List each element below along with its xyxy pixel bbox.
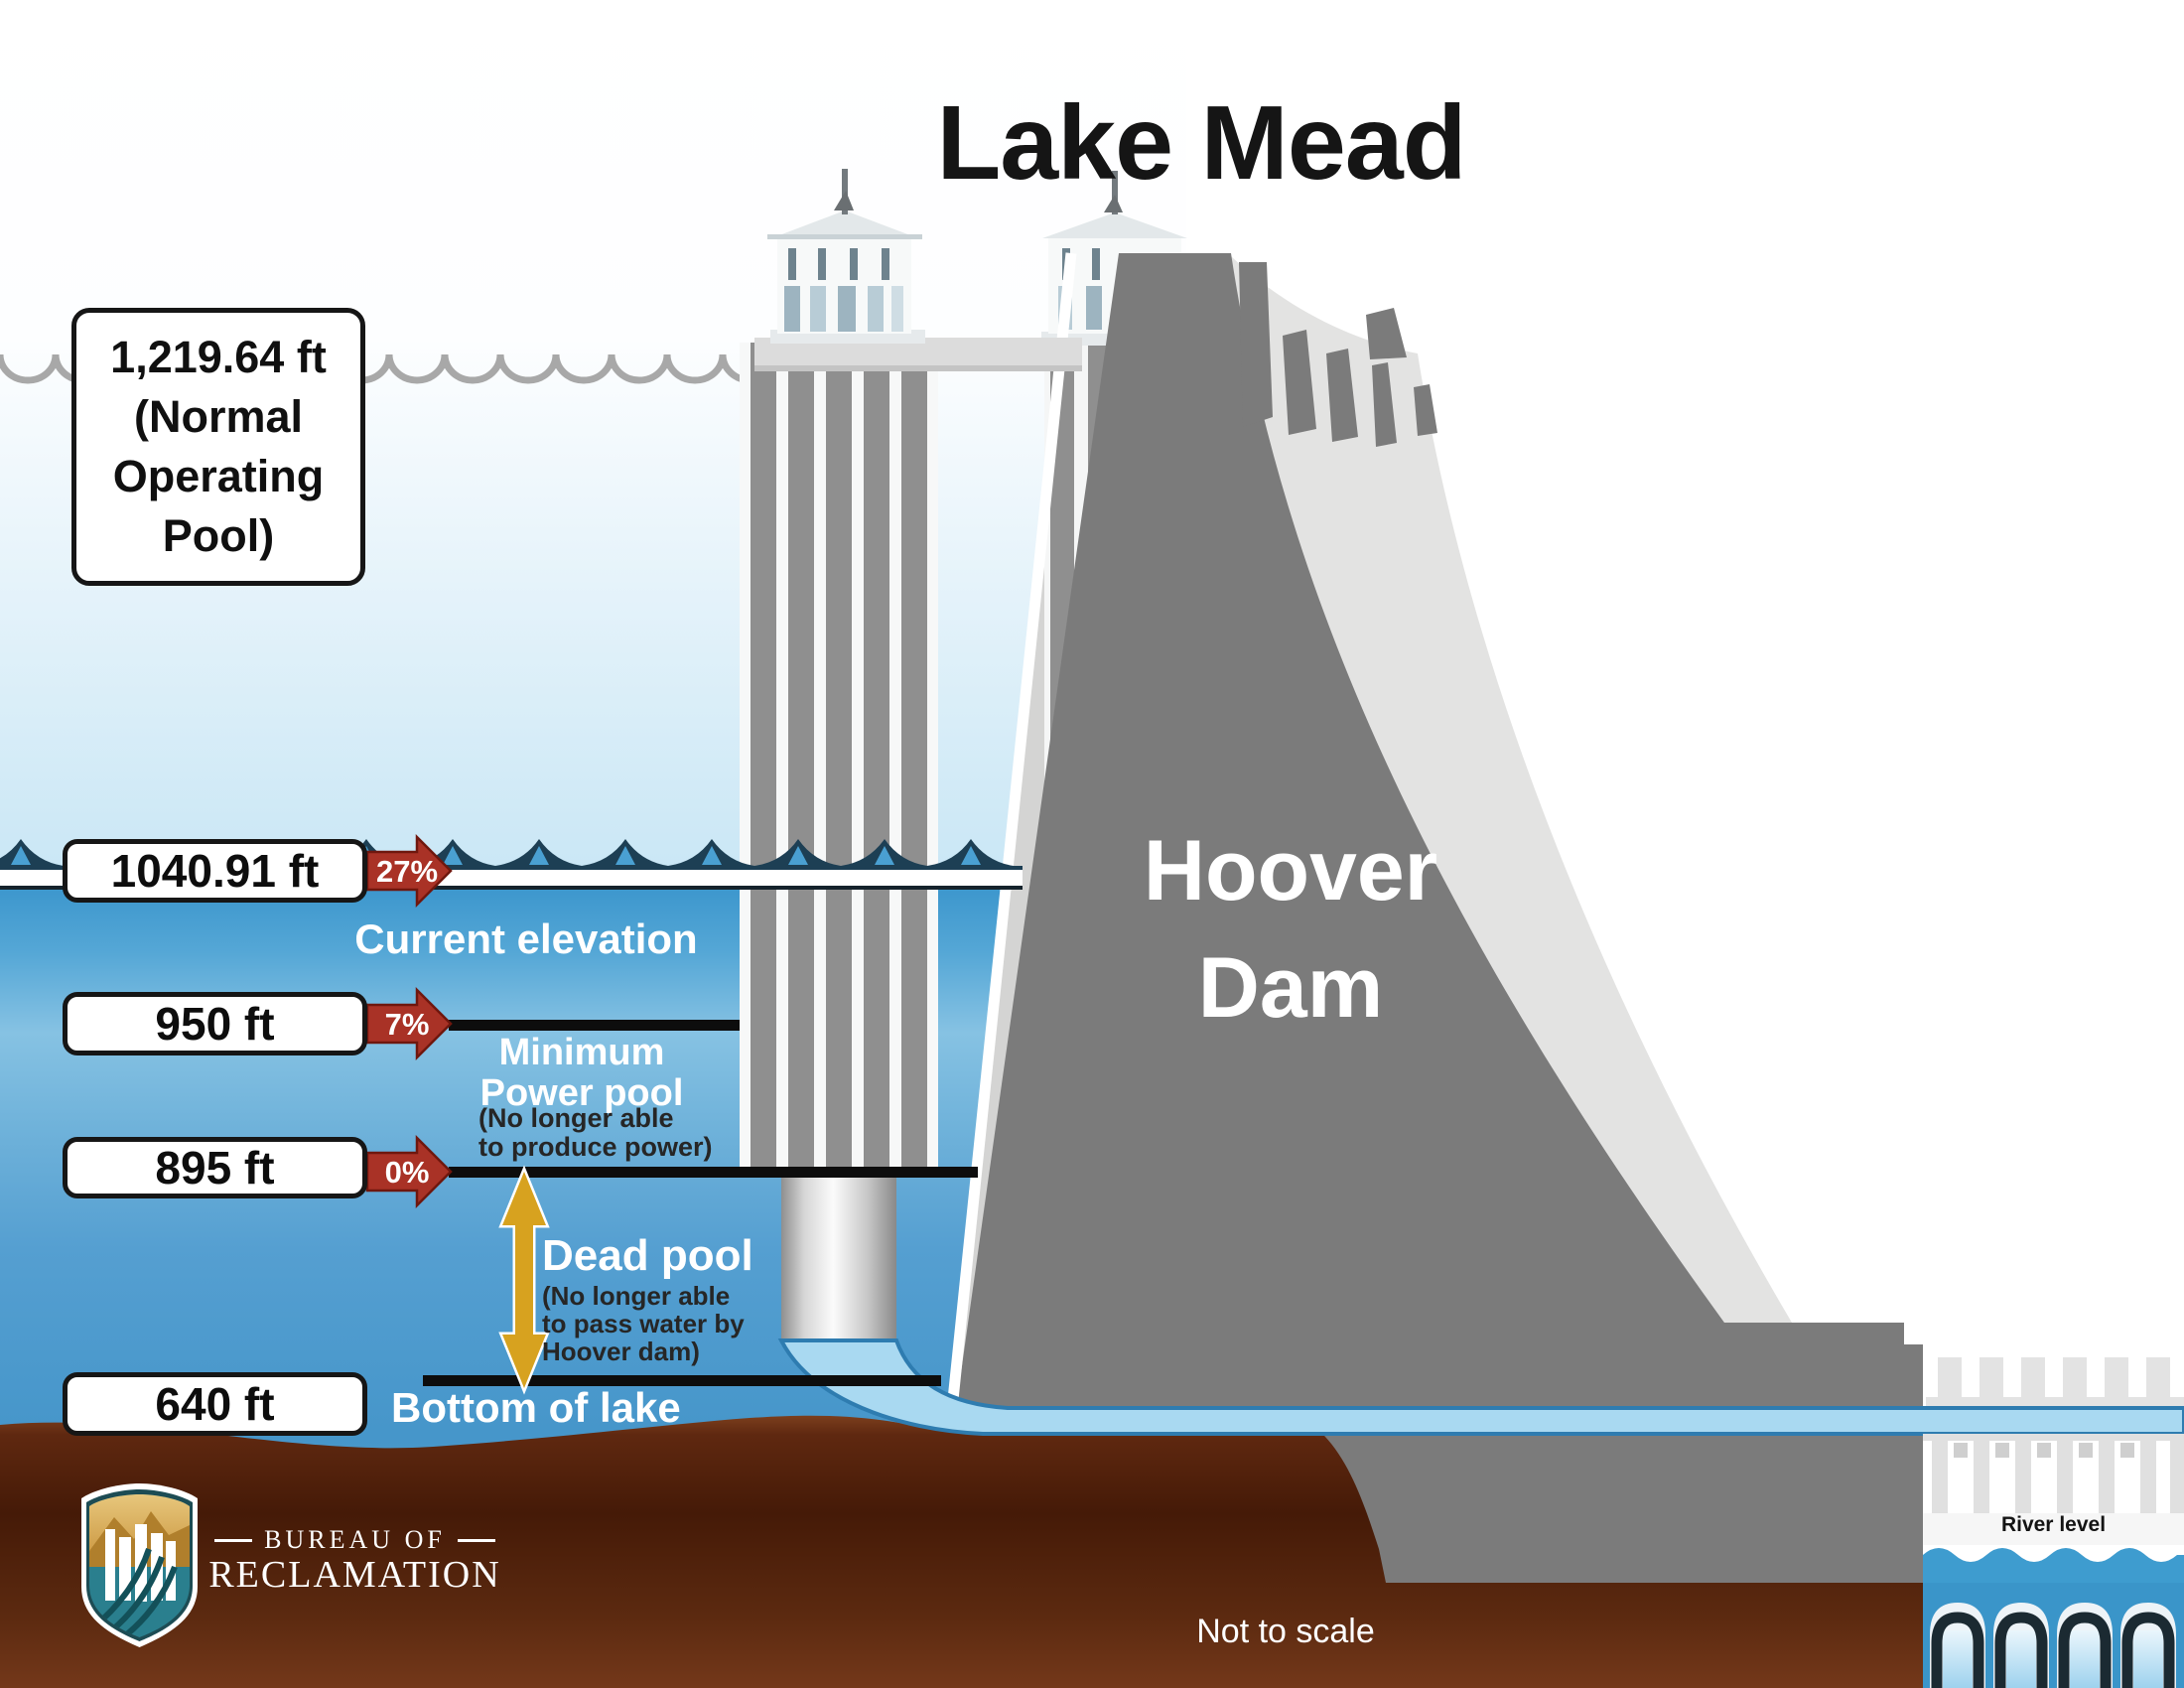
min-power-label-line-2: Power pool (479, 1072, 684, 1114)
dam-name-line-2: Dam (1197, 940, 1384, 1036)
canyon-rocks (1239, 262, 1437, 447)
dead-pool-box: 895 ft (63, 1137, 367, 1198)
intake-tower-1 (740, 169, 1082, 1338)
arrow-0-percent (365, 1134, 453, 1209)
min-power-pool-box: 950 ft (63, 992, 367, 1055)
tower-spire (842, 169, 848, 214)
tower-cylinder-base (781, 1170, 896, 1338)
tower-dome (767, 169, 925, 344)
current-elevation-label: Current elevation (354, 915, 698, 962)
normal-pool-line-1: 1,219.64 ft (110, 332, 327, 382)
dam-downstream-face (1231, 256, 1792, 1323)
min-power-note-line-1: (No longer able (478, 1103, 674, 1133)
normal-pool-label-box: 1,219.64 ft (Normal Operating Pool) (71, 308, 365, 586)
percent-arrows (365, 833, 453, 1209)
logo-bureau-of: BUREAU OF (264, 1525, 446, 1554)
dam-edge-highlight (928, 252, 1077, 1584)
dead-pool-note-line-3: Hoover dam) (542, 1336, 700, 1366)
lake-bottom-label: Bottom of lake (391, 1384, 681, 1431)
current-elevation-box: 1040.91 ft (63, 839, 367, 903)
page-title: Lake Mead (936, 84, 1466, 202)
dam-name-line-1: Hoover (1143, 823, 1438, 918)
min-power-note-line-2: to produce power) (478, 1132, 713, 1162)
dead-pool-note-line-2: to pass water by (542, 1309, 745, 1338)
normal-pool-line-2: (Normal (133, 391, 304, 442)
logo-dash-right (457, 1538, 495, 1542)
dead-pool-percent-label: 0% (384, 1155, 430, 1190)
logo-dash-left (214, 1538, 253, 1542)
river-wave (1923, 1548, 2184, 1583)
min-power-percent-label: 7% (384, 1007, 430, 1042)
logo-top-row: BUREAU OF (204, 1525, 506, 1555)
dam-main-face (936, 253, 1923, 1583)
dead-pool-note-line-1: (No longer able (542, 1281, 731, 1311)
normal-pool-line-3: Operating (112, 451, 325, 501)
line-950ft (449, 1020, 740, 1031)
logo-reclamation: RECLAMATION (208, 1554, 501, 1596)
dam-name-label: Hoover Dam (1052, 812, 1529, 1047)
arrow-27-percent (365, 833, 453, 909)
lakebed-terrain (0, 1406, 1936, 1688)
arrow-7-percent (365, 986, 453, 1061)
outlet-arches (1930, 1603, 2176, 1688)
min-power-label-line-1: Minimum (498, 1032, 665, 1073)
dead-pool-range-arrow (498, 1165, 550, 1395)
min-power-pool-label: Minimum Power pool (433, 1033, 731, 1114)
current-percent-label: 27% (375, 854, 439, 889)
dead-pool-label: Dead pool (542, 1231, 753, 1280)
normal-pool-line-4: Pool) (162, 510, 275, 561)
reclamation-logo-shield (81, 1483, 198, 1647)
river-level-label: River level (2000, 1513, 2107, 1536)
dead-pool-note: (No longer able to pass water by Hoover … (542, 1282, 745, 1365)
penstock-pipe (777, 1338, 2184, 1436)
line-895ft (449, 1167, 978, 1178)
power-plant (1923, 1357, 2184, 1688)
river-level-band (1923, 1513, 2184, 1545)
min-power-pool-note: (No longer able to produce power) (478, 1104, 713, 1162)
not-to-scale-note: Not to scale (1196, 1613, 1375, 1650)
line-640ft (423, 1375, 941, 1386)
lake-bottom-box: 640 ft (63, 1372, 367, 1436)
